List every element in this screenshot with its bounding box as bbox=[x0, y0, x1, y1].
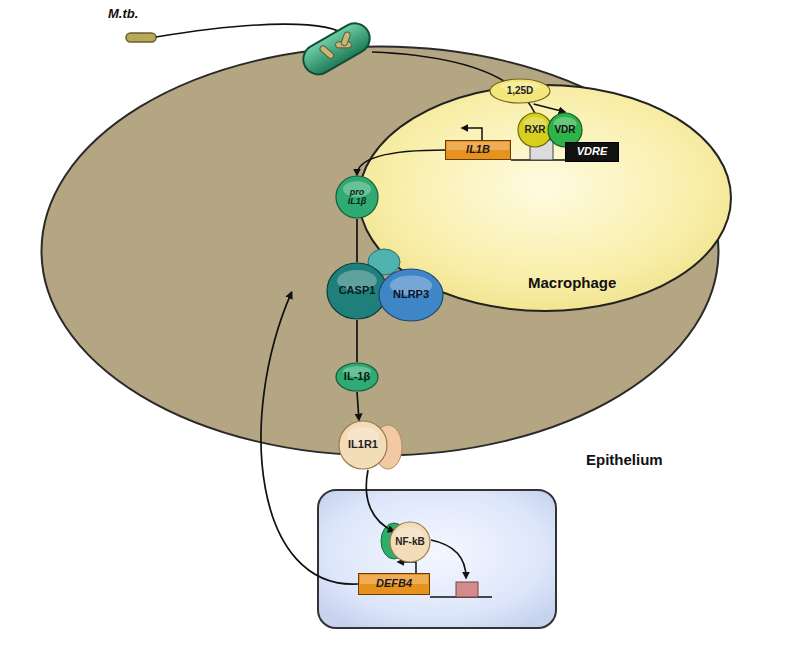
node-label: pro IL1β bbox=[342, 188, 372, 207]
transcription-factor: NF-kB bbox=[389, 521, 431, 563]
protein-circle: pro IL1β bbox=[335, 175, 379, 219]
node-label: VDR bbox=[554, 125, 575, 136]
node-label: 1,25D bbox=[507, 86, 534, 97]
transcription-arrow bbox=[398, 562, 416, 573]
node-label: DEFB4 bbox=[376, 578, 412, 590]
protein-circle: NLRP3 bbox=[378, 268, 444, 322]
node-label: NF-kB bbox=[395, 537, 424, 548]
organism-label: M.tb. bbox=[108, 6, 138, 21]
response-element: VDRE bbox=[565, 142, 619, 162]
protein-circle: CASP1 bbox=[326, 262, 388, 320]
binding-arrow bbox=[431, 540, 466, 578]
cell-body: Macrophage 1,25D RXR VDRVDRE IL1B pro IL1βCAS… bbox=[40, 45, 720, 457]
epithelial-nucleus bbox=[318, 490, 556, 628]
connector bbox=[366, 470, 394, 532]
receptor: IL1R1 bbox=[338, 420, 388, 470]
region-label: Epithelium bbox=[586, 452, 663, 468]
ligand: 1,25D bbox=[489, 78, 551, 104]
receptor-partner bbox=[374, 425, 402, 469]
phagosome bbox=[298, 18, 375, 80]
node-outline bbox=[40, 45, 720, 457]
signal-arrow bbox=[372, 52, 541, 136]
bacterium bbox=[126, 33, 156, 42]
node-label: RXR bbox=[524, 125, 545, 136]
nfkb-partner bbox=[381, 523, 407, 559]
nucleus bbox=[359, 85, 731, 311]
adaptor-protein bbox=[368, 249, 400, 275]
transcription-arrow bbox=[462, 128, 482, 140]
dna-line bbox=[511, 159, 565, 161]
promoter-box bbox=[530, 140, 553, 160]
region-label: Macrophage bbox=[528, 275, 616, 291]
dna-line bbox=[430, 596, 492, 598]
gene-box: DEFB4 bbox=[358, 573, 430, 595]
node-label: IL1R1 bbox=[348, 439, 378, 451]
uptake-line bbox=[156, 24, 346, 37]
node-label: IL-1β bbox=[344, 371, 370, 383]
promoter-box bbox=[456, 582, 478, 597]
node-label: IL1B bbox=[466, 144, 490, 156]
gene-box: IL1B bbox=[445, 140, 511, 160]
node-label: NLRP3 bbox=[393, 289, 429, 301]
node-label: VDRE bbox=[577, 146, 608, 158]
node-label: CASP1 bbox=[339, 285, 376, 297]
tissue-band: Epithelium IL1R1NF-kB DEFB4 bbox=[0, 432, 798, 666]
cytokine: IL-1β bbox=[335, 362, 379, 392]
